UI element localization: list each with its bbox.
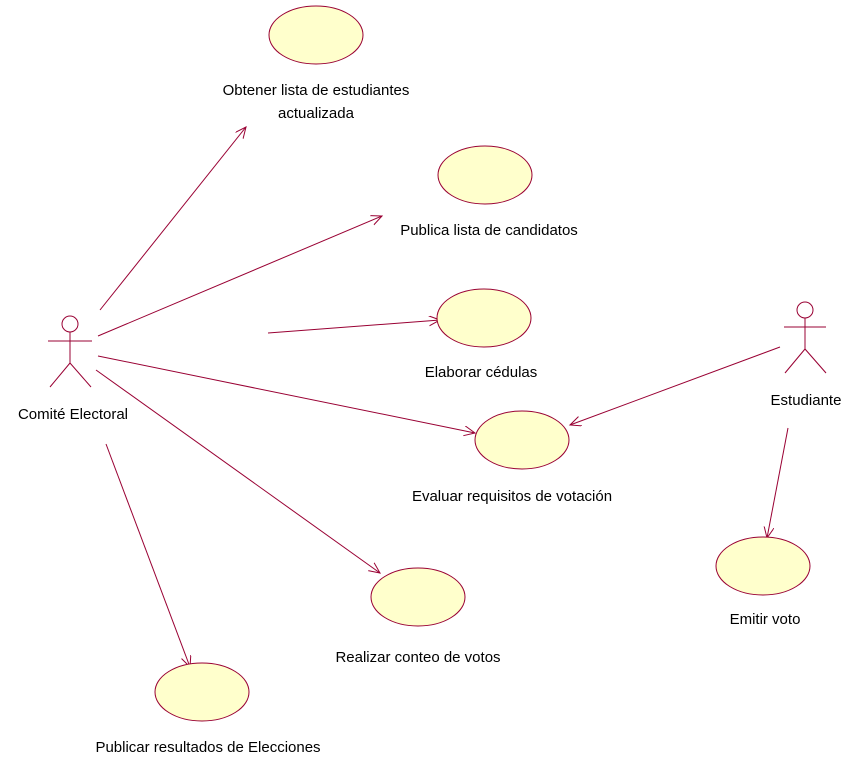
use-case-ellipse[interactable] bbox=[437, 145, 533, 205]
use-case-ellipse[interactable] bbox=[154, 662, 250, 722]
association-comite-elaborar[interactable] bbox=[267, 320, 440, 334]
use-case-ellipse[interactable] bbox=[715, 536, 811, 596]
use-case-label: Realizar conteo de votos bbox=[335, 649, 500, 666]
association-comite-publicar[interactable] bbox=[105, 443, 190, 667]
use-case-ellipse[interactable] bbox=[268, 5, 364, 65]
use-case-realizar-conteo[interactable]: Realizar conteo de votos bbox=[335, 567, 501, 666]
stick-figure-icon bbox=[48, 315, 92, 388]
use-case-elaborar-cedulas[interactable]: Elaborar cédulas bbox=[425, 288, 538, 381]
use-case-label: Publicar resultados de Elecciones bbox=[95, 739, 320, 756]
use-case-label: Evaluar requisitos de votación bbox=[412, 488, 612, 505]
associations bbox=[95, 127, 789, 667]
use-case-label-line-1: Obtener lista de estudiantes bbox=[223, 82, 410, 99]
use-case-publica-lista[interactable]: Publica lista de candidatos bbox=[400, 145, 578, 239]
use-case-obtener-lista[interactable]: Obtener lista de estudiantes actualizada bbox=[223, 5, 410, 122]
use-case-ellipse[interactable] bbox=[436, 288, 532, 348]
actor-estudiante[interactable]: Estudiante bbox=[771, 301, 842, 409]
association-comite-realizar[interactable] bbox=[95, 369, 380, 573]
use-case-evaluar-requisitos[interactable]: Evaluar requisitos de votación bbox=[412, 410, 612, 505]
use-case-label: Emitir voto bbox=[730, 611, 801, 628]
use-case-publicar-resultados[interactable]: Publicar resultados de Elecciones bbox=[95, 662, 321, 756]
use-case-ellipse[interactable] bbox=[370, 567, 466, 627]
use-case-label: Publica lista de candidatos bbox=[400, 222, 578, 239]
actor-name: Estudiante bbox=[771, 392, 842, 409]
association-comite-evaluar[interactable] bbox=[97, 355, 475, 433]
association-estudiante-emitir[interactable] bbox=[767, 427, 789, 538]
association-estudiante-evaluar[interactable] bbox=[570, 346, 781, 425]
use-case-label: Elaborar cédulas bbox=[425, 364, 538, 381]
stick-figure-icon bbox=[784, 301, 827, 374]
use-case-label-line-2: actualizada bbox=[278, 105, 355, 122]
use-case-ellipse[interactable] bbox=[474, 410, 570, 470]
actor-name: Comité Electoral bbox=[18, 406, 128, 423]
use-case-emitir-voto[interactable]: Emitir voto bbox=[715, 536, 811, 628]
association-comite-obtener[interactable] bbox=[99, 127, 246, 311]
association-comite-publica[interactable] bbox=[97, 216, 382, 337]
actor-comite-electoral[interactable]: Comité Electoral bbox=[18, 315, 128, 423]
